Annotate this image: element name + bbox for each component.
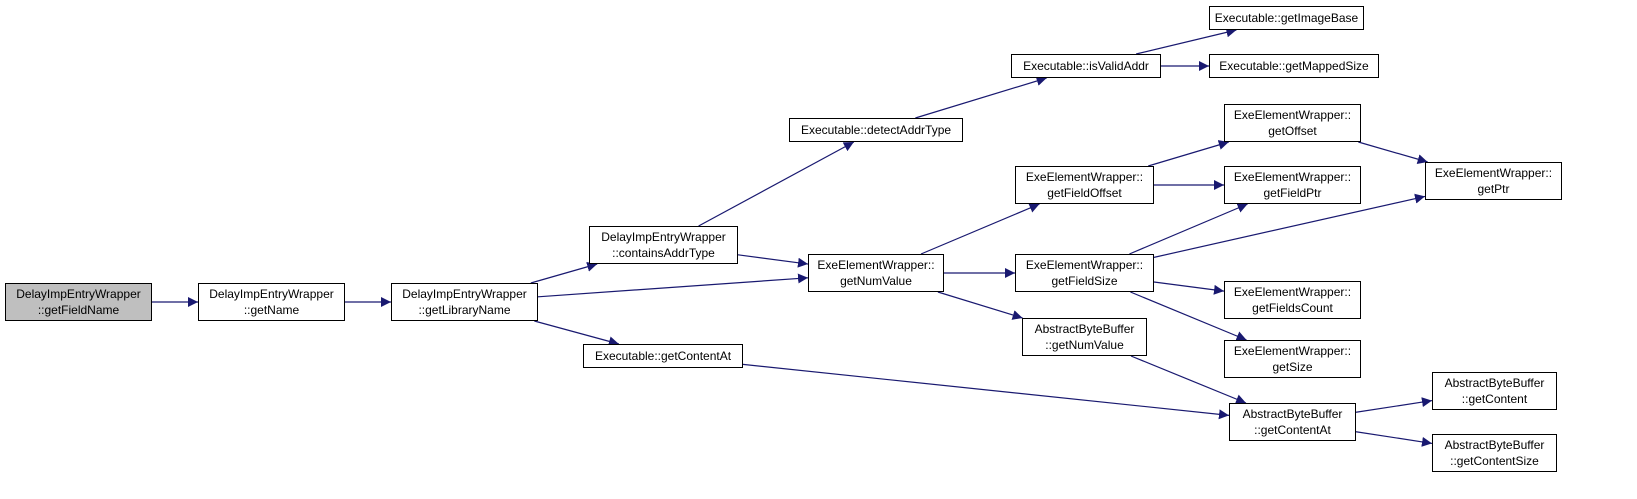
node-label-line: AbstractByteBuffer [1444,376,1545,390]
node-label-line: ExeElementWrapper:: [1025,258,1144,272]
node-abstractbytebuffer-getcontentsize[interactable]: AbstractByteBuffer::getContentSize [1432,434,1557,472]
edge-getContentAtABB-to-getContent [1355,397,1433,413]
node-label-line: DelayImpEntryWrapper [601,230,726,244]
node-label-line: getOffset [1268,124,1317,138]
edge-containsAddrType-to-getNumValueEEW [737,254,809,268]
node-label-line: ExeElementWrapper:: [1233,108,1352,122]
node-label-line: DelayImpEntryWrapper [16,287,141,301]
node-executable-isvalidaddr[interactable]: Executable::isValidAddr [1011,54,1161,78]
edge-getNumValueABB-to-getContentAtABB [1130,355,1247,404]
node-abstractbytebuffer-getcontent[interactable]: AbstractByteBuffer::getContent [1432,372,1557,410]
node-label-line: ExeElementWrapper:: [1233,285,1352,299]
node-executable-getimagebase[interactable]: Executable::getImageBase [1209,6,1364,30]
node-label-line: ::getContentAt [1254,423,1331,437]
node-exeelementwrapper-getsize[interactable]: ExeElementWrapper::getSize [1224,340,1361,378]
node-label-line: AbstractByteBuffer [1242,407,1343,421]
node-delayimp-getfieldname[interactable]: DelayImpEntryWrapper::getFieldName [5,283,152,321]
node-label-line: getFieldPtr [1263,186,1322,200]
edge-getLibraryName-to-containsAddrType [530,261,598,284]
node-exeelementwrapper-getfieldoffset[interactable]: ExeElementWrapper::getFieldOffset [1015,166,1154,204]
edge-getNumValueEEW-to-getFieldOffset [920,203,1040,255]
edge-getNumValueEEW-to-getNumValueABB [937,291,1023,320]
edge-containsAddrType-to-detectAddrType [698,141,855,227]
edge-getFieldSize-to-getFieldsCount [1153,281,1225,295]
node-delayimp-getname[interactable]: DelayImpEntryWrapper::getName [198,283,345,321]
node-exeelementwrapper-getfieldscount[interactable]: ExeElementWrapper::getFieldsCount [1224,281,1361,319]
node-label-line: getFieldOffset [1047,186,1122,200]
node-label-line: getFieldSize [1051,274,1118,288]
node-label-line: DelayImpEntryWrapper [402,287,527,301]
node-executable-detectaddrtype[interactable]: Executable::detectAddrType [789,118,963,142]
edge-detectAddrType-to-isValidAddr [915,76,1047,119]
node-label-line: ::getContent [1461,392,1528,406]
node-exeelementwrapper-getnumvalue[interactable]: ExeElementWrapper::getNumValue [808,254,944,292]
node-label-line: AbstractByteBuffer [1034,322,1135,336]
node-exeelementwrapper-getfieldptr[interactable]: ExeElementWrapper::getFieldPtr [1224,166,1361,204]
node-exeelementwrapper-getoffset[interactable]: ExeElementWrapper::getOffset [1224,104,1361,142]
edge-getContentAtExe-to-getContentAtABB [742,363,1230,420]
node-label-line: ::getNumValue [1045,338,1124,352]
node-label-line: ::getName [243,303,300,317]
node-label-line: ::getFieldName [37,303,120,317]
edge-getFieldSize-to-getPtr [1153,193,1426,258]
node-label-line: Executable::getImageBase [1214,11,1359,25]
node-label-line: Executable::isValidAddr [1023,59,1149,73]
edge-getLibraryName-to-getNumValueEEW [537,273,809,298]
edge-getFieldOffset-to-getOffset [1148,140,1229,167]
node-label-line: ::containsAddrType [612,246,715,260]
node-abstractbytebuffer-getcontentat[interactable]: AbstractByteBuffer::getContentAt [1229,403,1356,441]
node-delayimp-getlibraryname[interactable]: DelayImpEntryWrapper::getLibraryName [391,283,538,321]
edge-getFieldSize-to-getFieldPtr [1129,203,1248,255]
edge-getFieldSize-to-getSize [1130,291,1247,341]
node-label-line: Executable::getMappedSize [1219,59,1369,73]
node-label-line: DelayImpEntryWrapper [209,287,334,301]
node-label-line: getNumValue [840,274,912,288]
node-label-line: Executable::detectAddrType [800,123,952,137]
node-label-line: getPtr [1477,182,1510,196]
node-label-line: ::getLibraryName [418,303,511,317]
node-label-line: ExeElementWrapper:: [1434,166,1553,180]
node-label-line: ::getContentSize [1450,454,1539,468]
edge-getContentAtABB-to-getContentSize [1355,431,1433,447]
node-label-line: AbstractByteBuffer [1444,438,1545,452]
node-executable-getmappedsize[interactable]: Executable::getMappedSize [1209,54,1379,78]
node-delayimp-containsaddrtype[interactable]: DelayImpEntryWrapper::containsAddrType [589,226,738,264]
node-label-line: ExeElementWrapper:: [1233,170,1352,184]
node-label-line: Executable::getContentAt [594,349,732,363]
node-executable-getcontentat[interactable]: Executable::getContentAt [583,344,743,368]
node-abstractbytebuffer-getnumvalue[interactable]: AbstractByteBuffer::getNumValue [1022,318,1147,356]
node-exeelementwrapper-getptr[interactable]: ExeElementWrapper::getPtr [1425,162,1562,200]
node-label-line: getSize [1272,360,1313,374]
node-label-line: ExeElementWrapper:: [1025,170,1144,184]
node-label-line: ExeElementWrapper:: [1233,344,1352,358]
node-label-line: ExeElementWrapper:: [817,258,935,272]
node-label-line: getFieldsCount [1252,301,1333,315]
node-exeelementwrapper-getfieldsize[interactable]: ExeElementWrapper::getFieldSize [1015,254,1154,292]
edge-getOffset-to-getPtr [1358,141,1428,165]
edge-isValidAddr-to-getImageBase [1135,27,1237,55]
edge-getLibraryName-to-getContentAtExe [534,320,620,347]
